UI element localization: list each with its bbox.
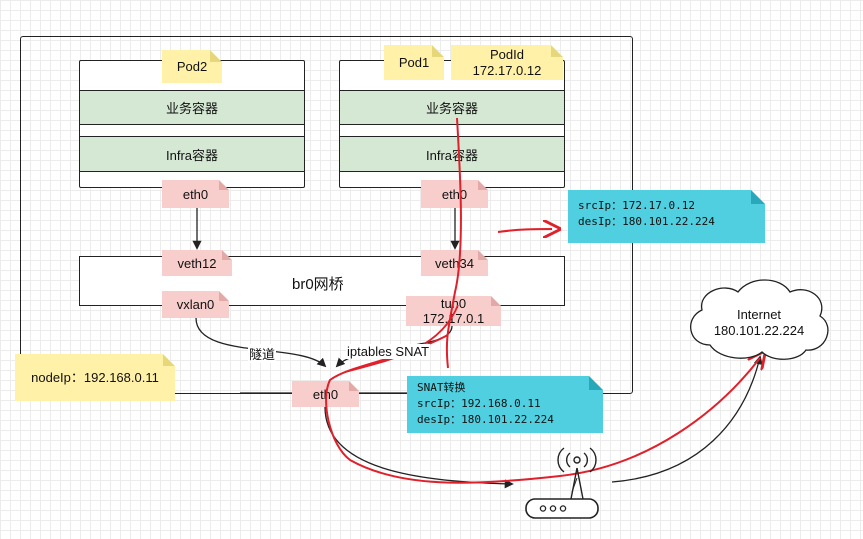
- packet-pod-dst: desIp：180.101.22.224: [578, 215, 715, 228]
- node-ip-label: nodeIp：192.168.0.11: [31, 369, 159, 385]
- pod2-eth0-label: eth0: [182, 186, 209, 202]
- pod1-podid-ip: 172.17.0.12: [472, 62, 542, 78]
- internet-label: Internet: [736, 307, 782, 322]
- packet-snat-title: SNAT转换: [417, 381, 466, 394]
- veth34-label: veth34: [434, 255, 475, 271]
- tun0-ip: 172.17.0.1: [422, 311, 485, 326]
- veth34: veth34: [421, 250, 488, 276]
- pod1-podid-note: PodId 172.17.0.12: [451, 45, 563, 80]
- node-ip-note: nodeIp：192.168.0.11: [15, 354, 175, 401]
- packet-snat-box: SNAT转换 srcIp：192.168.0.11 desIp：180.101.…: [407, 376, 603, 433]
- pod1-infra-container: Infra容器: [339, 136, 565, 172]
- pod1-podid-label: PodId: [490, 46, 524, 62]
- node-eth0: eth0: [292, 381, 359, 407]
- veth12-label: veth12: [177, 255, 217, 271]
- vxlan0-label: vxlan0: [176, 297, 215, 312]
- packet-pod-src: srcIp：172.17.0.12: [578, 199, 695, 212]
- router-icon: [525, 447, 599, 519]
- internet-text: Internet 180.101.22.224: [700, 307, 818, 339]
- tun0-label: tun0: [440, 296, 467, 311]
- pod1-name: Pod1: [398, 54, 430, 70]
- packet-pod-box: srcIp：172.17.0.12 desIp：180.101.22.224: [568, 190, 765, 243]
- router-internet-path: [611, 355, 763, 483]
- br0-bridge-title: br0网桥: [292, 276, 344, 293]
- node-eth0-label: eth0: [312, 386, 339, 402]
- iptables-snat-label: iptables SNAT: [346, 344, 431, 359]
- pod2-business-container: 业务容器: [79, 90, 305, 125]
- pod1-business-container: 业务容器: [339, 90, 565, 125]
- internet-ip: 180.101.22.224: [713, 323, 805, 338]
- veth12: veth12: [162, 250, 232, 276]
- pod2-label: Pod2: [162, 50, 222, 83]
- pod2-infra-container: Infra容器: [79, 136, 305, 172]
- pod2-name: Pod2: [176, 58, 208, 74]
- tun0: tun0 172.17.0.1: [406, 296, 501, 326]
- vxlan0: vxlan0: [162, 291, 229, 318]
- packet-snat-src: srcIp：192.168.0.11: [417, 397, 541, 410]
- pod1-label: Pod1: [384, 45, 444, 80]
- pod1-eth0: eth0: [421, 180, 488, 208]
- packet-snat-dst: desIp：180.101.22.224: [417, 413, 554, 426]
- pod2-eth0: eth0: [162, 180, 229, 208]
- pod1-eth0-label: eth0: [441, 186, 468, 202]
- tunnel-label: 隧道: [248, 344, 277, 363]
